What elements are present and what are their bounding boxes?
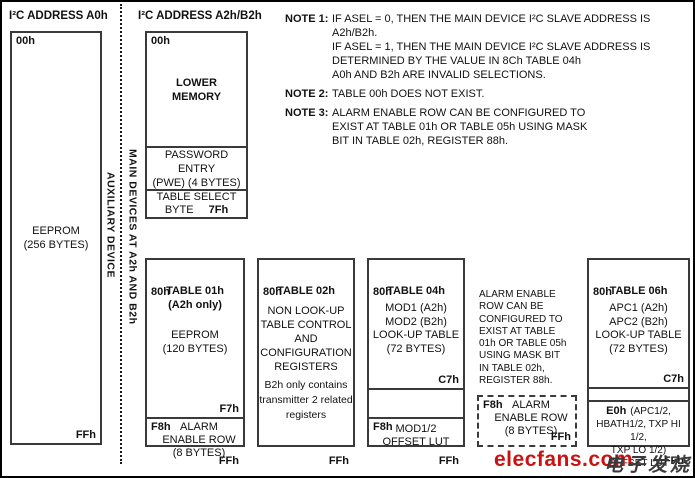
end-address: C7h bbox=[438, 374, 459, 386]
watermark-brand: elecfans.com bbox=[494, 448, 634, 471]
table-06h-offset-section: E0h(APC1/2, HBATH1/2, TXP HI 1/2, TXP LO… bbox=[589, 400, 688, 469]
start-address: 00h bbox=[16, 35, 35, 47]
note-text: TABLE 00h DOES NOT EXIST. bbox=[332, 88, 485, 100]
table-02h-main-section: 80h TABLE 02h NON LOOK-UP TABLE CONTROL … bbox=[259, 284, 353, 469]
end-address: FFh bbox=[218, 455, 239, 467]
end-address: FFh bbox=[438, 455, 459, 467]
table-select-row: TABLE SELECT BYTE 7Fh bbox=[147, 189, 246, 217]
start-address: 80h bbox=[263, 286, 282, 298]
watermark-chinese: 电子发烧友 bbox=[604, 455, 693, 476]
table-06h-offset-line1: (APC1/2, bbox=[630, 406, 671, 417]
note-text: IF ASEL = 0, THEN THE MAIN DEVICE I²C SL… bbox=[332, 13, 651, 81]
note-label: NOTE 2: bbox=[285, 88, 329, 100]
start-address: F8h bbox=[151, 421, 171, 433]
start-address: 80h bbox=[593, 286, 612, 298]
table-02h-title: TABLE 02h bbox=[277, 285, 335, 297]
table-04h-offset-section: F8h MOD1/2 OFFSET LUT FFh bbox=[369, 417, 463, 469]
end-address: FFh bbox=[663, 455, 684, 467]
password-entry-label: PASSWORD ENTRY (PWE) (4 BYTES) bbox=[152, 148, 241, 189]
main-device-header: I²C ADDRESS A2h/B2h bbox=[138, 10, 262, 22]
table-01h-main-section: 80h TABLE 01h (A2h only) EEPROM (120 BYT… bbox=[147, 284, 243, 417]
table-04h-main-section: 80h TABLE 04h MOD1 (A2h) MOD2 (B2h) LOOK… bbox=[369, 284, 463, 388]
note-item: NOTE 1: IF ASEL = 0, THEN THE MAIN DEVIC… bbox=[285, 12, 687, 82]
start-address: F8h bbox=[483, 399, 503, 411]
main-devices-label: MAIN DEVICES AT A2h AND B2h bbox=[126, 149, 139, 325]
table-04h-body: MOD1 (A2h) MOD2 (B2h) LOOK-UP TABLE (72 … bbox=[372, 302, 460, 355]
note-item: NOTE 2: TABLE 00h DOES NOT EXIST. bbox=[285, 87, 687, 101]
note-item: NOTE 3: ALARM ENABLE ROW CAN BE CONFIGUR… bbox=[285, 106, 687, 148]
device-divider-dotted-line bbox=[120, 4, 122, 464]
table-06h-main-section: 80h TABLE 06h APC1 (A2h) APC2 (B2h) LOOK… bbox=[589, 284, 688, 387]
lower-memory-title: LOWER MEMORY bbox=[171, 76, 222, 103]
password-entry-row: PASSWORD ENTRY (PWE) (4 BYTES) bbox=[147, 146, 246, 189]
table-04h-offset-label: MOD1/2 OFFSET LUT bbox=[382, 423, 450, 448]
table-06h-box: 80h TABLE 06h APC1 (A2h) APC2 (B2h) LOOK… bbox=[587, 258, 690, 469]
note-label: NOTE 1: bbox=[285, 13, 329, 25]
aux-device-box: 00h EEPROM (256 BYTES) FFh bbox=[10, 31, 102, 445]
eeprom-label: EEPROM (256 BYTES) bbox=[23, 225, 89, 251]
table-select-label: TABLE SELECT bbox=[156, 191, 237, 203]
notes-block: NOTE 1: IF ASEL = 0, THEN THE MAIN DEVIC… bbox=[285, 12, 687, 153]
table-04h-title: TABLE 04h bbox=[387, 285, 445, 297]
table-04h-box: 80h TABLE 04h MOD1 (A2h) MOD2 (B2h) LOOK… bbox=[367, 258, 465, 467]
alarm-enable-note: ALARM ENABLE ROW CAN BE CONFIGURED TO EX… bbox=[479, 289, 567, 387]
table-01h-alarm-row: F8h ALARM ENABLE ROW (8 BYTES) FFh bbox=[147, 417, 243, 469]
note-label: NOTE 3: bbox=[285, 107, 329, 119]
note-text: ALARM ENABLE ROW CAN BE CONFIGURED TO EX… bbox=[332, 107, 588, 147]
end-address: FFh bbox=[75, 429, 96, 441]
table-02h-box: 80h TABLE 02h NON LOOK-UP TABLE CONTROL … bbox=[257, 258, 355, 467]
lower-memory-box: 00h LOWER MEMORY PASSWORD ENTRY (PWE) (4… bbox=[145, 31, 248, 219]
table-06h-title: TABLE 06h bbox=[609, 285, 668, 297]
table-06h-body: APC1 (A2h) APC2 (B2h) LOOK-UP TABLE (72 … bbox=[595, 302, 682, 355]
aux-device-header: I²C ADDRESS A0h bbox=[9, 10, 108, 22]
alarm-enable-row-label: ALARM ENABLE ROW (8 BYTES) bbox=[494, 399, 568, 437]
auxiliary-device-label: AUXILIARY DEVICE bbox=[104, 171, 117, 279]
table-06h-undefined-section bbox=[589, 387, 688, 400]
table-select-address: 7Fh bbox=[208, 204, 229, 216]
table-01h-box: 80h TABLE 01h (A2h only) EEPROM (120 BYT… bbox=[145, 258, 245, 467]
alarm-enable-row-label: ALARM ENABLE ROW (8 BYTES) bbox=[162, 421, 236, 459]
table-select-byte-label: BYTE bbox=[164, 204, 194, 216]
end-address: FFh bbox=[550, 431, 571, 443]
lower-memory-section: 00h LOWER MEMORY bbox=[147, 33, 246, 146]
start-address: 80h bbox=[373, 286, 392, 298]
table-01h-body: EEPROM (120 BYTES) bbox=[162, 329, 228, 355]
start-address: 00h bbox=[151, 35, 170, 47]
start-address: 80h bbox=[151, 286, 170, 298]
table-02h-note: B2h only contains transmitter 2 related … bbox=[259, 379, 353, 421]
alarm-enable-dashed-box: F8h ALARM ENABLE ROW (8 BYTES) FFh bbox=[477, 395, 577, 447]
table-04h-undefined-section bbox=[369, 388, 463, 417]
start-address: F8h bbox=[373, 421, 393, 433]
start-address: E0h bbox=[606, 405, 627, 417]
table-01h-title: TABLE 01h (A2h only) bbox=[166, 285, 224, 311]
end-address: F7h bbox=[219, 403, 239, 415]
end-address: FFh bbox=[328, 455, 349, 467]
end-address: C7h bbox=[663, 373, 684, 385]
table-02h-body: NON LOOK-UP TABLE CONTROL AND CONFIGURAT… bbox=[260, 305, 352, 373]
table-06h-offset-label: HBATH1/2, TXP HI 1/2, TXP LO 1/2) OFFSET… bbox=[596, 419, 681, 469]
